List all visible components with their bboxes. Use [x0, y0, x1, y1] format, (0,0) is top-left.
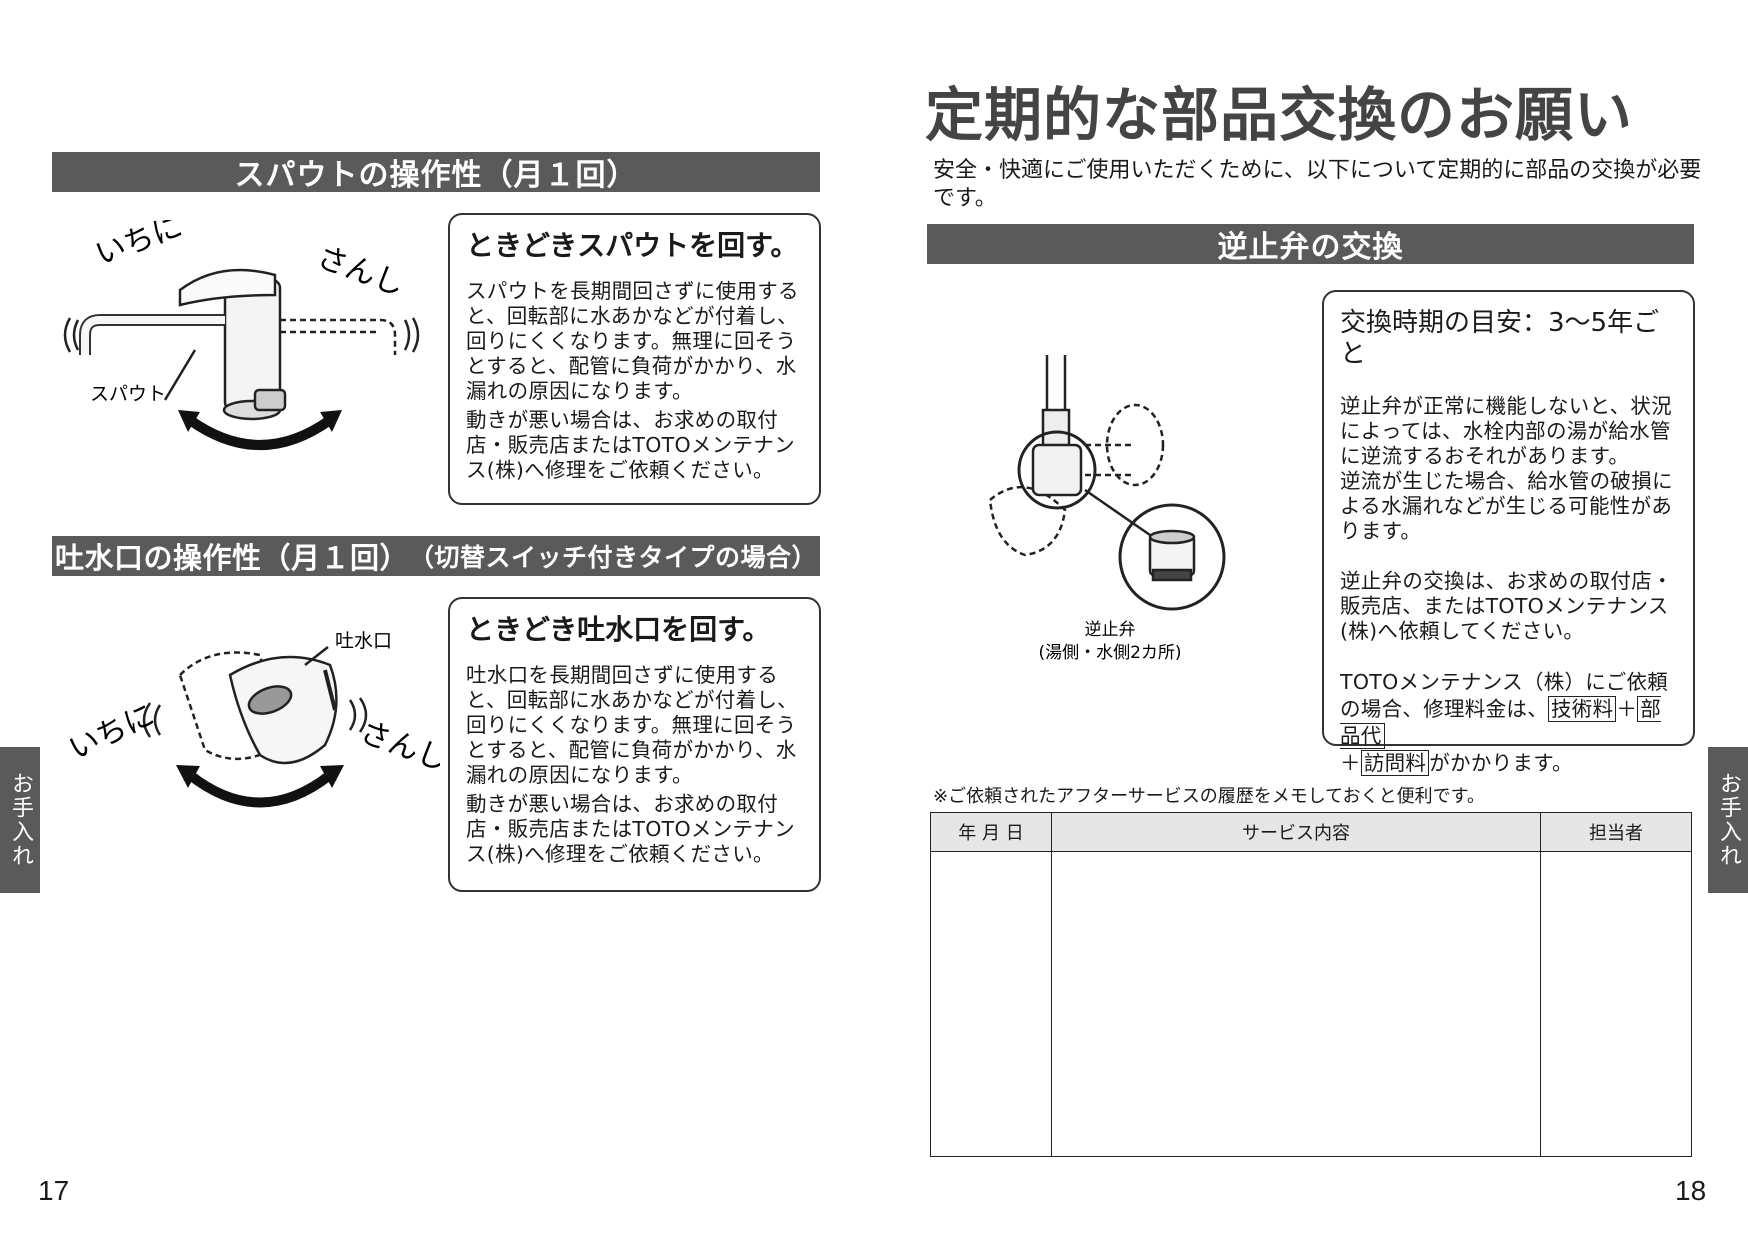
memo-note: ※ご依頼されたアフターサービスの履歴をメモしておくと便利です。: [933, 786, 1485, 807]
label-sanshi-2: さんし: [355, 715, 440, 779]
label-outlet: 吐水口: [335, 630, 392, 652]
label-ichini: いちに: [91, 220, 188, 273]
page-number-left: 17: [38, 1175, 70, 1206]
fee-outro: がかかります。: [1429, 751, 1573, 776]
page-number-right: 18: [1675, 1175, 1707, 1206]
fee-parts: 部品代: [1340, 696, 1662, 750]
side-tab-right: お手入れ: [1708, 747, 1748, 893]
info-box-outlet-title: ときどき吐水口を回す。: [466, 613, 771, 646]
check-valve-caption-1: 逆止弁: [1085, 620, 1136, 640]
side-tab-left-text: お手入れ: [8, 772, 33, 868]
info-box-check-valve-para2: 逆流が生じた場合、給水管の破損による水漏れなどが生じる可能性があります。: [1340, 469, 1673, 544]
info-box-check-valve-para4: TOTOメンテナンス（株）にご依頼の場合、修理料金は、技術料＋部品代＋訪問料がか…: [1340, 669, 1677, 777]
intro-text: 安全・快適にご使用いただくために、以下について定期的に部品の交換が必要です。: [933, 158, 1702, 211]
info-box-check-valve-para3: 逆止弁の交換は、お求めの取付店・販売店、またはTOTOメンテナンス(株)へ依頼し…: [1340, 569, 1673, 644]
outlet-illustration: 吐水口 いちに さんし: [70, 630, 440, 808]
spout-illustration: いちに さんし スパウト: [63, 220, 420, 450]
table-cell-service[interactable]: [1051, 851, 1541, 1157]
check-valve-illustration: 逆止弁 (湯側・水側2カ所): [988, 355, 1226, 663]
section-heading-outlet: 吐水口の操作性（月１回） （切替スイッチ付きタイプの場合）: [52, 536, 820, 576]
info-box-outlet: ときどき吐水口を回す。 吐水口を長期間回さずに使用すると、回転部に水あかなどが付…: [448, 597, 821, 892]
service-history-table: 年 月 日 サービス内容 担当者: [930, 812, 1692, 1157]
side-tab-right-text: お手入れ: [1716, 772, 1741, 868]
plus-2: ＋: [1340, 751, 1361, 776]
check-valve-caption-2: (湯側・水側2カ所): [1038, 643, 1181, 663]
plus-1: ＋: [1616, 697, 1638, 722]
info-box-check-valve: 交換時期の目安：3〜5年ごと 逆止弁が正常に機能しないと、状況によっては、水栓内…: [1322, 290, 1695, 777]
info-box-spout-para2: 動きが悪い場合は、お求めの取付店・販売店またはTOTOメンテナンス(株)へ修理を…: [466, 407, 795, 482]
info-box-outlet-para2: 動きが悪い場合は、お求めの取付店・販売店またはTOTOメンテナンス(株)へ修理を…: [466, 791, 795, 866]
section-heading-outlet-sub: （切替スイッチ付きタイプの場合）: [409, 543, 818, 572]
section-heading-check-valve-text: 逆止弁の交換: [1217, 230, 1404, 265]
table-header-row: 年 月 日 サービス内容 担当者: [930, 812, 1692, 852]
info-box-check-valve-title: 交換時期の目安：3〜5年ごと: [1340, 308, 1660, 370]
table-cell-staff[interactable]: [1540, 851, 1692, 1157]
section-heading-spout-text: スパウトの操作性（月１回）: [234, 158, 638, 193]
info-box-outlet-para1: 吐水口を長期間回さずに使用すると、回転部に水あかなどが付着し、回りにくくなります…: [466, 662, 798, 787]
fee-intro: TOTOメンテナンス（株）にご依頼の場合、修理料金は、: [1340, 670, 1669, 722]
col-service: サービス内容: [1051, 812, 1541, 852]
table-cell-date[interactable]: [930, 851, 1052, 1157]
col-date: 年 月 日: [930, 812, 1052, 852]
side-tab-left: お手入れ: [0, 747, 40, 893]
table-row: [930, 851, 1692, 1157]
section-heading-outlet-main: 吐水口の操作性（月１回）: [54, 541, 409, 575]
info-box-check-valve-para1: 逆止弁が正常に機能しないと、状況によっては、水栓内部の湯が給水管に逆流するおそれ…: [1340, 394, 1672, 469]
info-box-spout: ときどきスパウトを回す。 スパウトを長期間回さずに使用すると、回転部に水あかなど…: [448, 213, 821, 505]
label-spout: スパウト: [90, 383, 166, 405]
info-box-spout-para1: スパウトを長期間回さずに使用すると、回転部に水あかなどが付着し、回りにくくなりま…: [466, 278, 799, 403]
label-ichini-2: いちに: [70, 697, 160, 767]
col-staff: 担当者: [1540, 812, 1692, 852]
section-heading-check-valve: 逆止弁の交換: [927, 224, 1694, 265]
info-box-spout-title: ときどきスパウトを回す。: [466, 229, 799, 262]
label-sanshi: さんし: [312, 240, 409, 304]
fee-visit: 訪問料: [1360, 750, 1430, 777]
section-heading-spout: スパウトの操作性（月１回）: [52, 152, 820, 193]
fee-technical: 技術料: [1548, 696, 1617, 723]
page-title: 定期的な部品交換のお願い: [925, 81, 1634, 149]
